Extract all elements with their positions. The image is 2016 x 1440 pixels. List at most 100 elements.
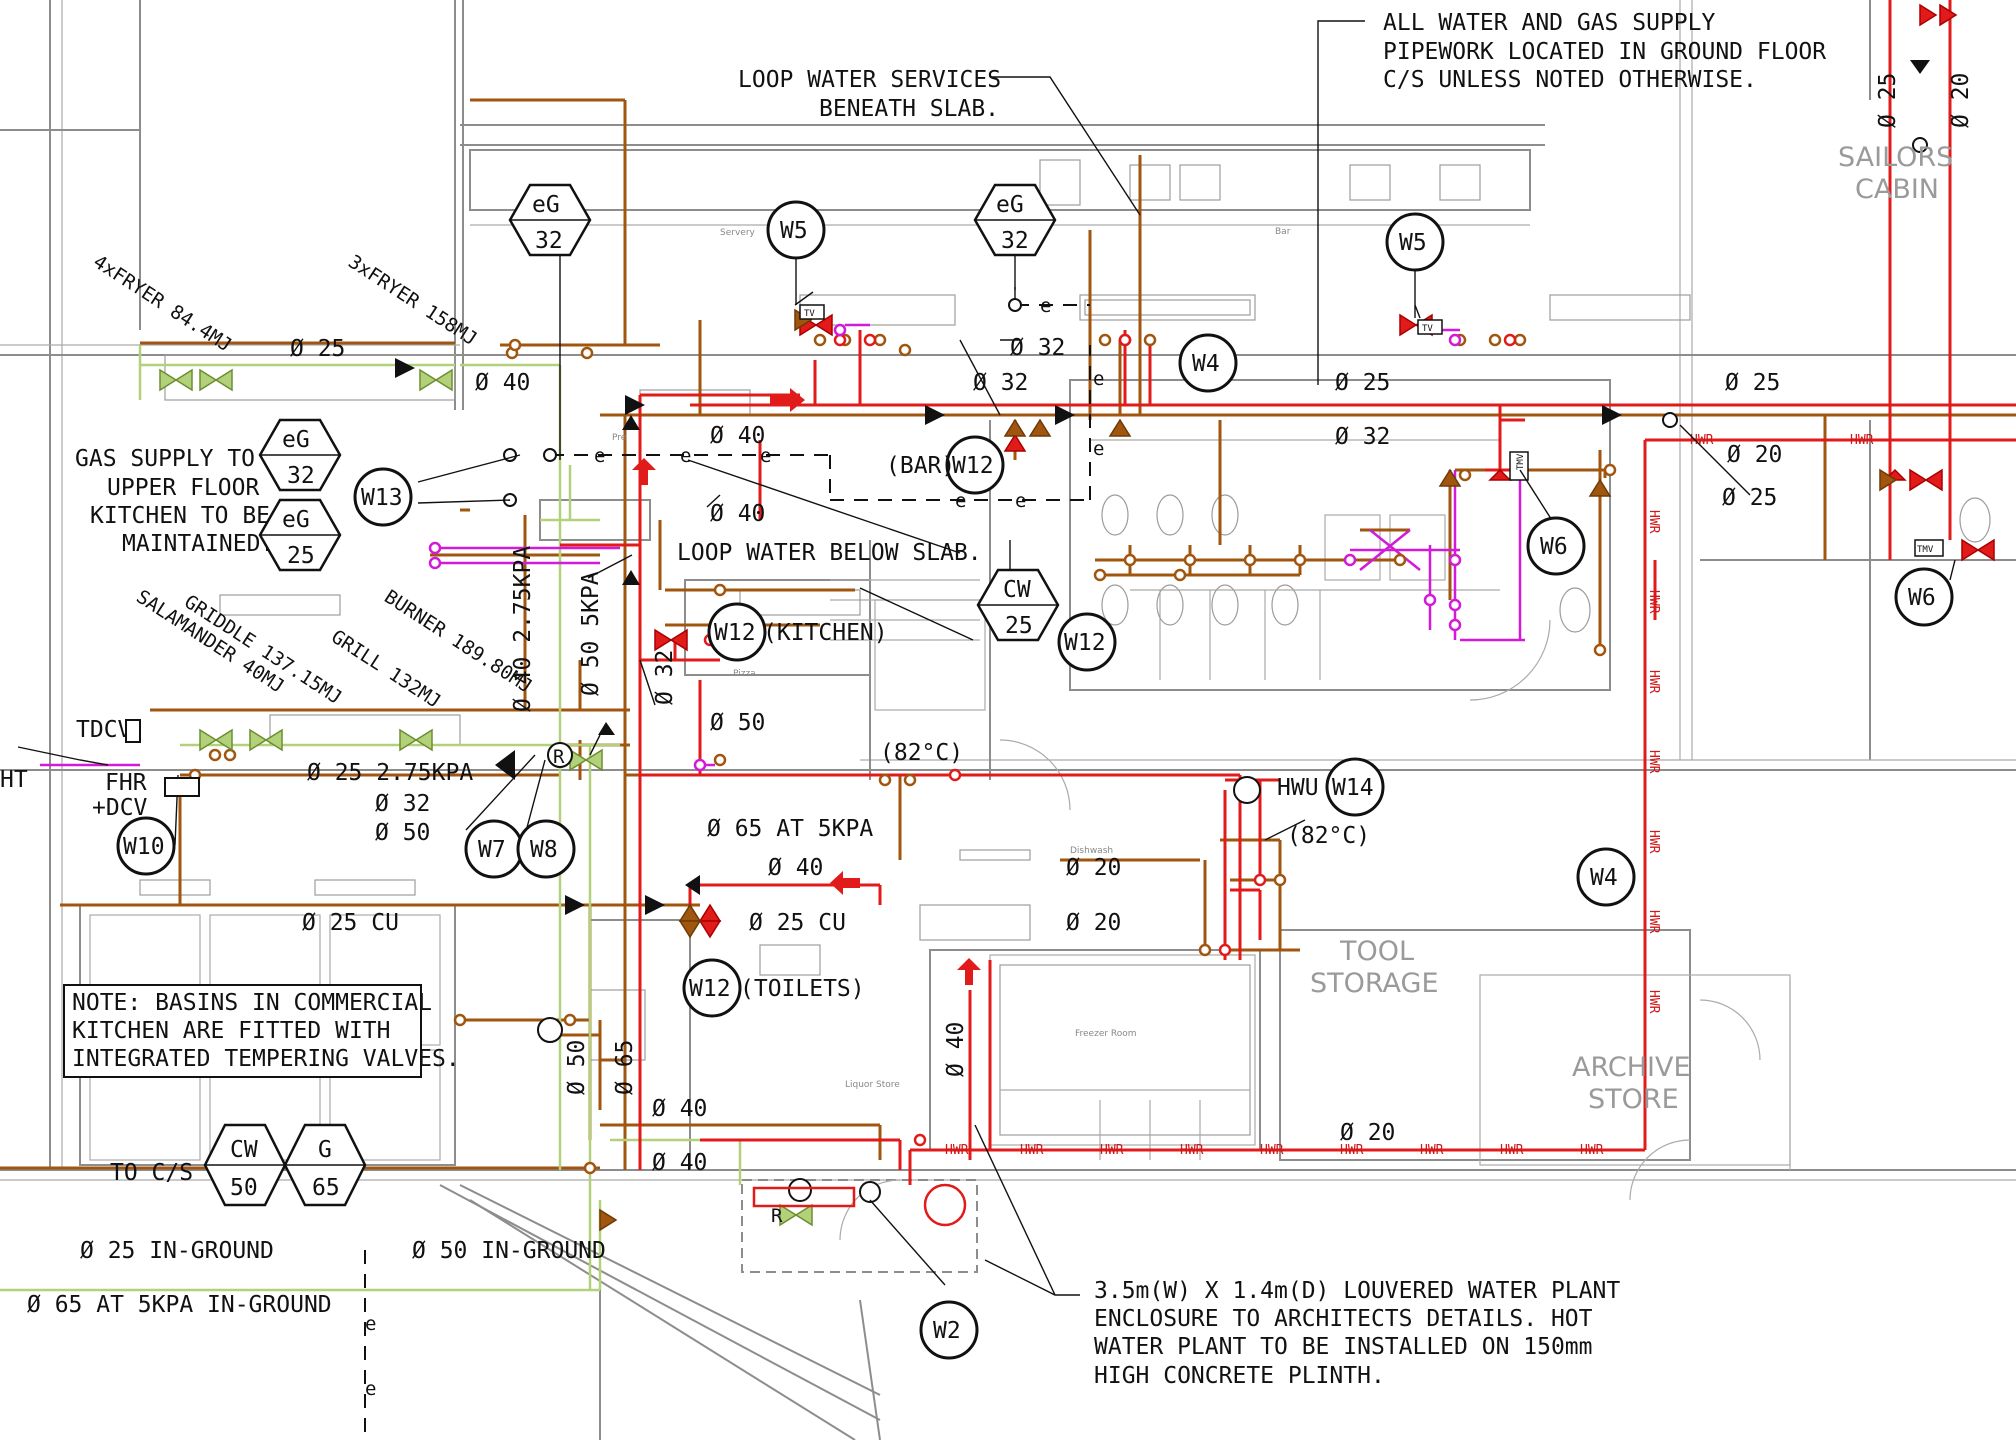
- svg-text:GRILL 132MJ: GRILL 132MJ: [327, 626, 445, 713]
- svg-text:(TOILETS): (TOILETS): [740, 976, 865, 1002]
- svg-text:W6: W6: [1540, 534, 1568, 560]
- note-basins: NOTE: BASINS IN COMMERCIAL KITCHEN ARE F…: [63, 984, 460, 1078]
- svg-text:Bar: Bar: [1275, 227, 1291, 237]
- svg-text:Servery: Servery: [720, 228, 756, 238]
- svg-text:e: e: [594, 445, 605, 467]
- hex-cw25: CW 25: [976, 568, 1060, 642]
- leader-lines: [17, 20, 1956, 1296]
- svg-text:65: 65: [312, 1175, 340, 1201]
- note-enclosure: 3.5m(W) X 1.4m(D) LOUVERED WATER PLANT E…: [1094, 1278, 1620, 1389]
- svg-text:32: 32: [1001, 228, 1029, 254]
- pipe-size-labels: Ø 25 Ø 40 Ø 32 Ø 32 Ø 25 Ø 32 Ø 25 Ø 40 …: [27, 73, 1974, 1318]
- svg-text:e: e: [1093, 438, 1104, 460]
- svg-text:GAS SUPPLY TO: GAS SUPPLY TO: [75, 446, 255, 472]
- svg-text:CW: CW: [1003, 577, 1031, 603]
- svg-text:(KITCHEN): (KITCHEN): [763, 620, 888, 646]
- svg-text:25: 25: [1005, 613, 1033, 639]
- svg-text:Ø 40: Ø 40: [652, 1096, 707, 1122]
- svg-text:TV: TV: [804, 309, 815, 319]
- hex-eg32-gas: eG 32: [258, 418, 342, 492]
- svg-text:HWR: HWR: [1100, 1143, 1124, 1158]
- svg-text:C/S UNLESS NOTED OTHERWISE.: C/S UNLESS NOTED OTHERWISE.: [1383, 67, 1757, 93]
- svg-text:W6: W6: [1908, 585, 1936, 611]
- tag-w5-right: W5: [1385, 212, 1445, 318]
- svg-text:25: 25: [287, 543, 315, 569]
- svg-text:ENCLOSURE TO ARCHITECTS DETAIL: ENCLOSURE TO ARCHITECTS DETAILS. HOT: [1094, 1306, 1593, 1332]
- svg-text:BENEATH SLAB.: BENEATH SLAB.: [819, 96, 999, 122]
- svg-text:Ø 40: Ø 40: [652, 1150, 707, 1176]
- svg-text:HWR: HWR: [1646, 750, 1661, 774]
- svg-text:e: e: [365, 1378, 376, 1400]
- svg-text:e: e: [680, 445, 691, 467]
- svg-text:Ø 32: Ø 32: [973, 370, 1028, 396]
- svg-text:Liquor Store: Liquor Store: [845, 1080, 900, 1090]
- svg-text:e: e: [1040, 295, 1051, 317]
- svg-text:Ø 20: Ø 20: [1066, 855, 1121, 881]
- svg-text:HWR: HWR: [1260, 1143, 1284, 1158]
- svg-text:HWR: HWR: [1850, 433, 1874, 448]
- svg-text:HWR: HWR: [1020, 1143, 1044, 1158]
- svg-text:Ø 65: Ø 65: [612, 1040, 638, 1095]
- svg-text:Ø 40: Ø 40: [710, 423, 765, 449]
- svg-text:W13: W13: [361, 485, 403, 511]
- svg-text:Ø 40 2.75KPA: Ø 40 2.75KPA: [510, 546, 536, 712]
- hot-water-pipes: [560, 0, 2016, 1185]
- tag-w12-toilets: W12 (TOILETS): [682, 958, 865, 1018]
- svg-text:W4: W4: [1590, 865, 1618, 891]
- svg-text:Ø 25 IN-GROUND: Ø 25 IN-GROUND: [80, 1238, 274, 1264]
- svg-text:Ø 25 CU: Ø 25 CU: [749, 910, 846, 936]
- svg-text:R: R: [553, 746, 565, 768]
- svg-text:Dishwash: Dishwash: [1070, 846, 1113, 856]
- svg-text:Pre: Pre: [612, 433, 627, 443]
- svg-text:Ø 25: Ø 25: [1335, 370, 1390, 396]
- svg-text:HWR: HWR: [1646, 590, 1661, 614]
- svg-text:Ø 20: Ø 20: [1948, 73, 1974, 128]
- svg-text:HWR: HWR: [945, 1143, 969, 1158]
- svg-text:MAINTAINED.: MAINTAINED.: [122, 531, 274, 557]
- svg-text:ALL WATER AND GAS SUPPLY: ALL WATER AND GAS SUPPLY: [1383, 10, 1715, 36]
- svg-text:HT: HT: [0, 767, 28, 793]
- svg-text:HWR: HWR: [1690, 433, 1714, 448]
- svg-text:R: R: [771, 1205, 783, 1227]
- svg-text:(82°C): (82°C): [1287, 823, 1370, 849]
- tag-w7: W7: [464, 819, 524, 879]
- svg-text:HWR: HWR: [1500, 1143, 1524, 1158]
- svg-text:Ø 32: Ø 32: [1335, 424, 1390, 450]
- svg-text:SAILORS: SAILORS: [1838, 142, 1953, 173]
- svg-text:Ø 50: Ø 50: [564, 1040, 590, 1095]
- svg-text:W5: W5: [780, 218, 808, 244]
- tag-w13: W13: [353, 467, 413, 527]
- tag-w14: W14 HWU (82°C): [1277, 757, 1385, 849]
- svg-text:HWR: HWR: [1646, 990, 1661, 1014]
- svg-text:(BAR): (BAR): [886, 453, 955, 479]
- svg-text:Ø 40: Ø 40: [768, 855, 823, 881]
- hex-cw50: CW 50: [203, 1123, 287, 1207]
- svg-text:HWR: HWR: [1646, 670, 1661, 694]
- svg-text:CABIN: CABIN: [1855, 174, 1939, 205]
- tag-w2: W2: [919, 1300, 979, 1360]
- gas-e-markers: e e e e e e e e e e: [365, 295, 1104, 1400]
- tempered-water-pipes: [40, 323, 1525, 767]
- svg-text:eG: eG: [282, 507, 310, 533]
- svg-text:HWR: HWR: [1646, 510, 1661, 534]
- gas-main-dashed: [364, 304, 1091, 1440]
- svg-text:FHR: FHR: [105, 770, 147, 796]
- svg-text:STORE: STORE: [1588, 1084, 1679, 1115]
- svg-text:Ø 25 CU: Ø 25 CU: [302, 910, 399, 936]
- svg-text:HWU: HWU: [1277, 775, 1319, 801]
- svg-text:CW: CW: [230, 1137, 258, 1163]
- svg-text:3xFRYER 158MJ: 3xFRYER 158MJ: [344, 251, 481, 350]
- hex-g65: G 65: [283, 1123, 367, 1207]
- note-loop-below: LOOP WATER BELOW SLAB.: [677, 540, 982, 566]
- note-gas-upper: GAS SUPPLY TO UPPER FLOOR KITCHEN TO BE …: [75, 446, 274, 557]
- svg-text:W12: W12: [714, 620, 756, 646]
- svg-text:Ø 40: Ø 40: [943, 1022, 969, 1077]
- svg-text:eG: eG: [532, 192, 560, 218]
- hex-eg25: eG 25: [258, 498, 342, 572]
- svg-text:e: e: [365, 1313, 376, 1335]
- svg-text:Ø 50: Ø 50: [375, 820, 430, 846]
- svg-text:+DCV: +DCV: [92, 795, 148, 821]
- tag-w6-toilets: W6: [1526, 516, 1586, 576]
- svg-text:HWR: HWR: [1646, 830, 1661, 854]
